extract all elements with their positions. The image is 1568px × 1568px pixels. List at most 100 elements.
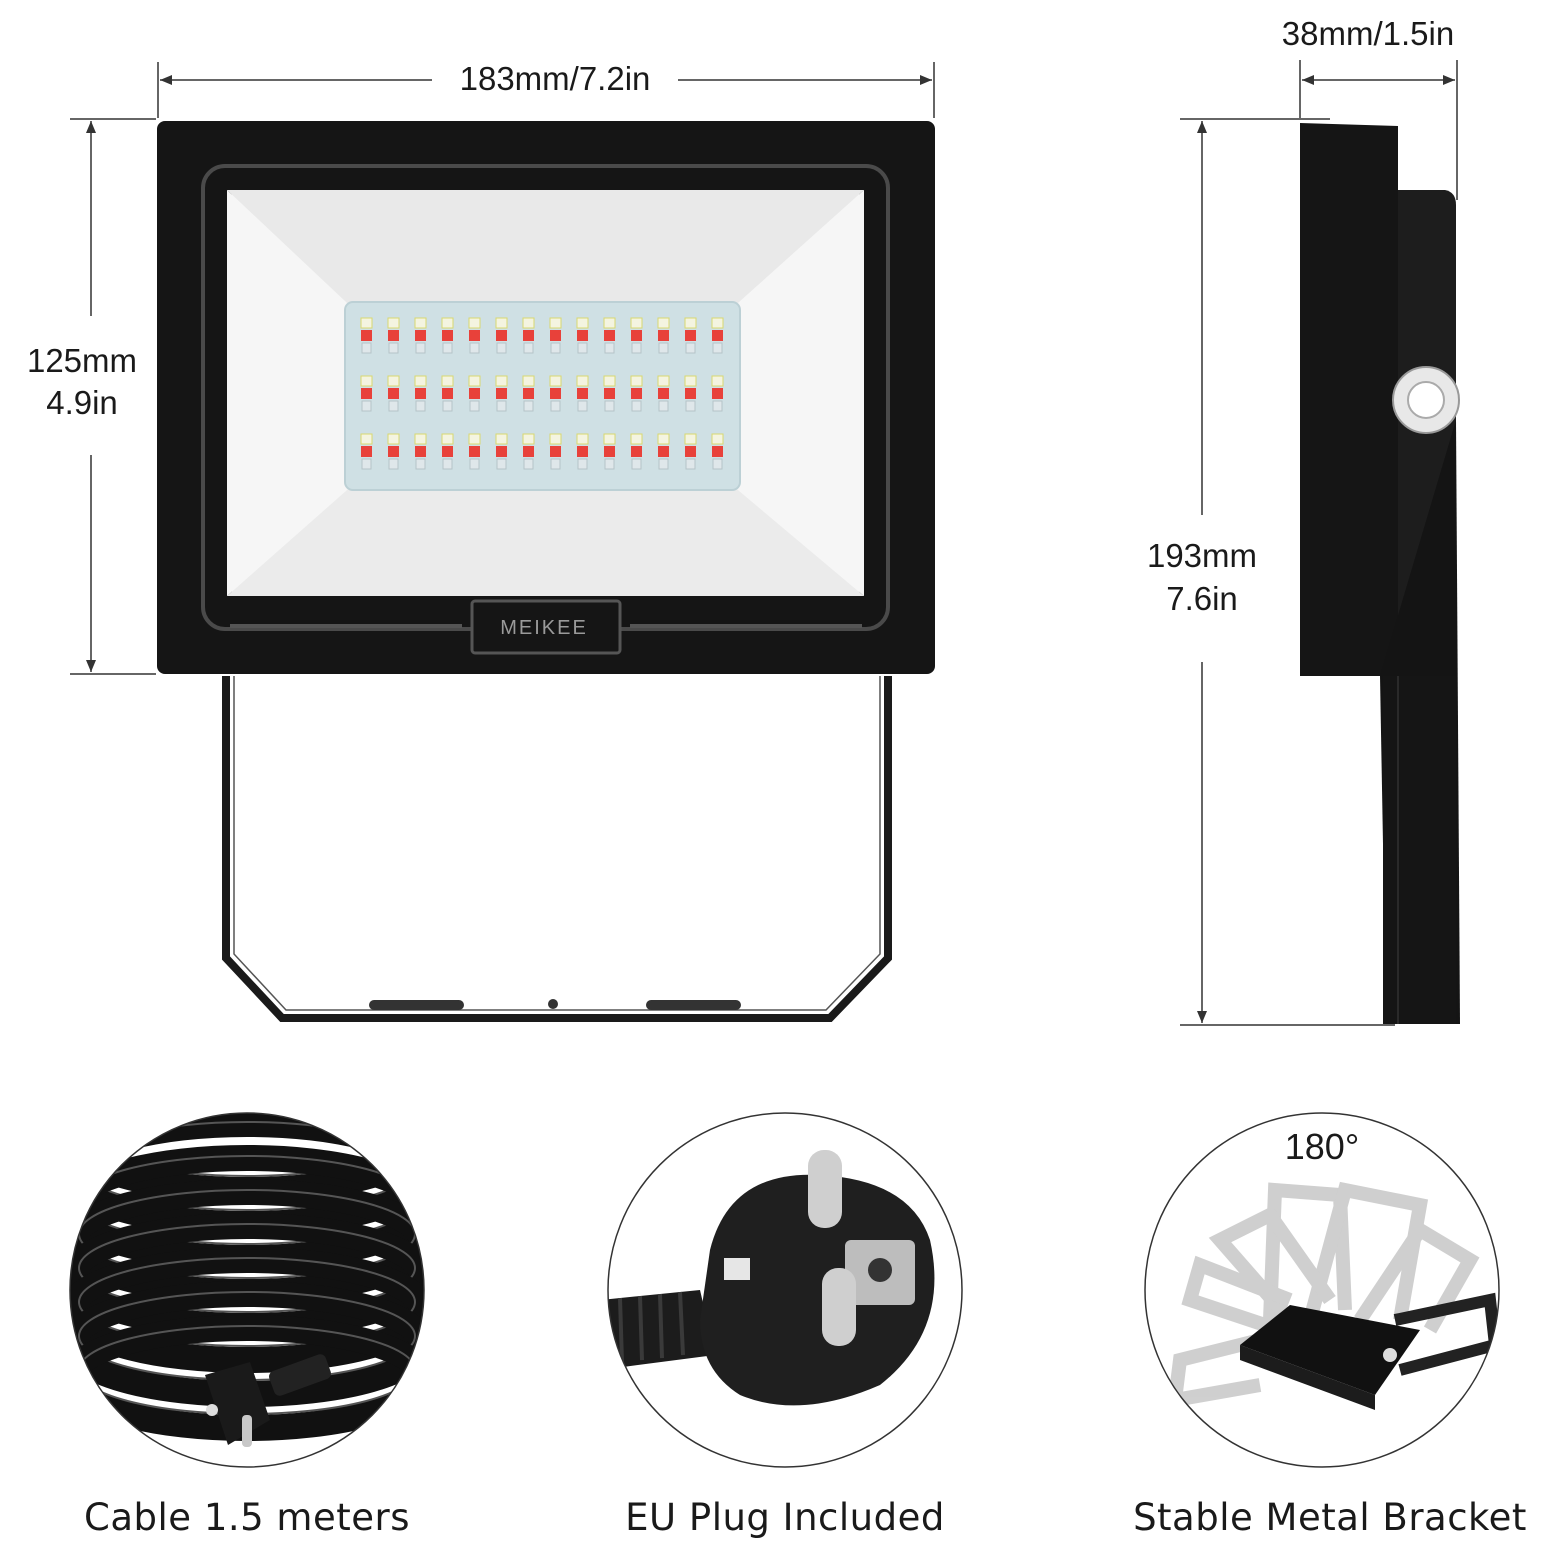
led-chip [468,317,481,354]
led-chip [549,433,562,470]
plug-pin-icon [206,1404,218,1416]
arrow-up-icon [1197,121,1207,133]
height-in-label: 4.9in [46,384,118,421]
cable-photo [69,1112,425,1468]
led-chip [630,317,643,354]
led-chip [387,375,400,412]
led-chip [522,433,535,470]
plug-circle-frame [607,1112,963,1468]
led-chip [684,433,697,470]
reflector-left [227,190,347,596]
led-chip [657,375,670,412]
cable-strain-relief [269,1354,331,1396]
bracket-slot-left [369,1000,464,1010]
led-chip [360,375,373,412]
width-label: 183mm/7.2in [459,60,651,97]
side-housing [1300,123,1398,676]
led-chip [549,375,562,412]
arrow-left-icon [160,75,172,85]
led-chip [657,317,670,354]
arrow-right-icon [920,75,932,85]
plug-pin-icon [808,1150,842,1228]
led-chip [387,433,400,470]
led-chip [684,375,697,412]
led-chip [630,375,643,412]
plug-photo [607,1112,963,1468]
front-view: MEIKEE [70,62,935,1022]
arrow-right-icon [1443,75,1455,85]
led-chip [576,433,589,470]
led-chip [360,317,373,354]
led-chip [711,317,724,354]
caption-cable: Cable 1.5 meters [84,1496,410,1539]
side-view [1180,60,1460,1026]
height-mm-label: 125mm [26,342,138,379]
led-chip [576,317,589,354]
brand-logo: MEIKEE [500,617,588,639]
bracket-inner-edge [233,676,881,1011]
reflector-bottom [227,490,864,596]
led-chip [711,375,724,412]
led-chip [576,375,589,412]
arrow-up-icon [86,121,96,133]
arrow-down-icon [86,660,96,672]
cable-plug-body [205,1362,270,1445]
logo-plate [470,599,622,655]
plug-pin-icon [242,1415,252,1447]
cable-coil-highlight [78,1223,416,1313]
bracket-ghosts [1166,1181,1480,1409]
led-chip [495,375,508,412]
led-chip [360,433,373,470]
led-chip [387,317,400,354]
reflector-top [227,190,864,303]
plug-face [700,1174,935,1406]
led-chip [711,433,724,470]
cable-coil [70,1247,424,1373]
rotation-label: 180° [1284,1126,1360,1167]
caption-plug: EU Plug Included [625,1496,945,1539]
bracket-rotation-photo [1144,1112,1500,1468]
led-chip [657,433,670,470]
led-chip [630,433,643,470]
bracket-solid [1240,1292,1499,1410]
plug-screw-icon [868,1258,892,1282]
bracket-circle-frame [1144,1112,1500,1468]
total-height-in-label: 7.6in [1166,580,1238,617]
plug-cable-ribs [608,1290,715,1370]
led-chip [414,317,427,354]
led-chip [414,375,427,412]
arrow-left-icon [1302,75,1314,85]
plug-pin-icon [822,1268,856,1346]
arrow-down-icon [1197,1011,1207,1023]
side-bracket-arm [1383,676,1456,1024]
led-chip [495,317,508,354]
depth-label: 38mm/1.5in [1281,15,1455,52]
mounting-bracket [222,676,892,1022]
led-chip [441,317,454,354]
cable-circle-frame [69,1112,425,1468]
led-chip [603,317,616,354]
cable-coil-highlight [78,1257,416,1347]
led-chip [603,433,616,470]
bracket-slot-right [646,1000,741,1010]
led-chip [414,433,427,470]
total-height-mm-label: 193mm [1146,537,1258,574]
led-chip [684,317,697,354]
led-chip [522,317,535,354]
caption-bracket: Stable Metal Bracket [1133,1496,1527,1539]
floodlight-mini [1240,1305,1420,1395]
led-chip [549,317,562,354]
led-chip [441,433,454,470]
bracket-hole [548,999,558,1009]
led-board [344,301,741,491]
led-chip [495,433,508,470]
led-chip [522,375,535,412]
led-chip [468,433,481,470]
led-array [360,317,724,470]
plug-clip [724,1258,750,1280]
knob-icon [1383,1348,1397,1362]
reflector-right [738,190,864,596]
led-chip [603,375,616,412]
led-chip [441,375,454,412]
